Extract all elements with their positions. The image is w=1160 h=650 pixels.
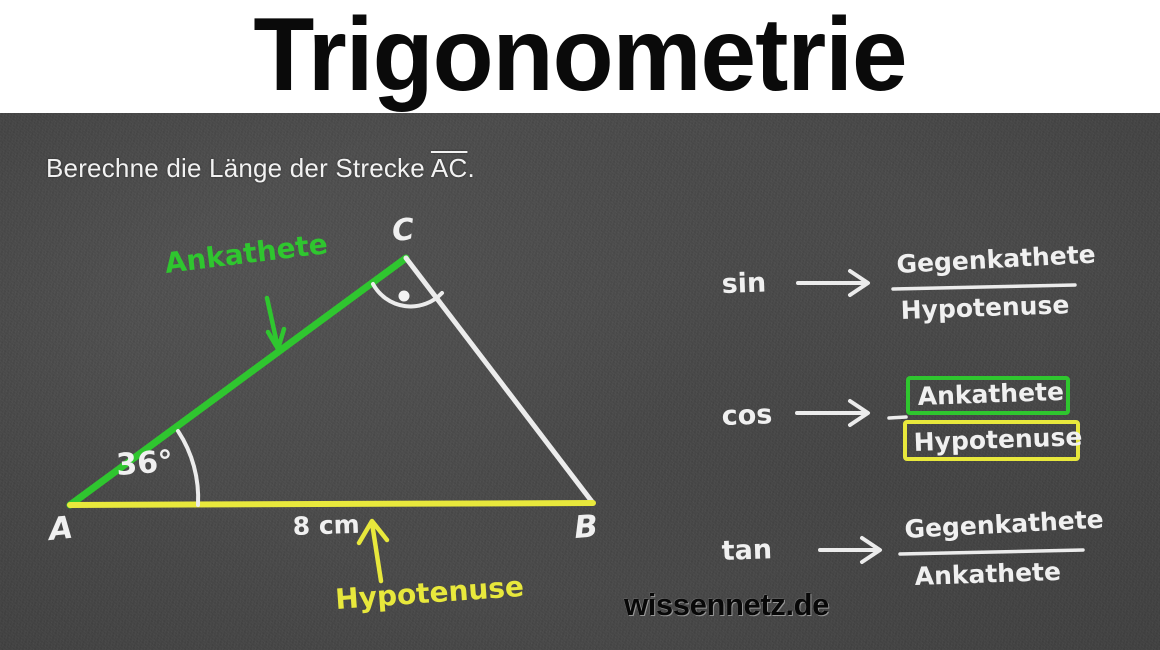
- diagram-and-formula-layer: A B C 36° 8 cm Ankathete Hypotenuse sin …: [44, 212, 1104, 616]
- angle-label-36: 36°: [115, 444, 174, 483]
- blackboard: Berechne die Länge der Strecke AC. A B C…: [0, 113, 1160, 650]
- formula-numerator-highlight-cos: [906, 376, 1070, 415]
- formula-arrow-tan-icon: [818, 536, 882, 564]
- hypotenuse-annotation-label: Hypotenuse: [334, 570, 525, 616]
- task-prompt: Berechne die Länge der Strecke AC.: [46, 153, 475, 184]
- formula-numerator-tan: Gegenkathete: [904, 505, 1104, 544]
- formula-denominator-tan: Ankathete: [914, 557, 1061, 591]
- ankathete-arrow-icon: [264, 295, 287, 352]
- formula-numerator-sin: Gegenkathete: [896, 240, 1096, 279]
- vertex-label-c: C: [391, 212, 416, 249]
- task-prompt-suffix: .: [467, 153, 475, 183]
- ankathete-annotation-label: Ankathete: [163, 227, 330, 280]
- side-ab-hypotenuse: [67, 500, 596, 508]
- formula-arrow-sin-icon: [796, 269, 870, 297]
- side-cb-gegenkathete: [403, 255, 596, 506]
- page-title: Trigonometrie: [253, 0, 907, 113]
- side-ac-ankathete: [66, 254, 410, 509]
- formula-denominator-cos: Hypotenuse: [913, 422, 1083, 457]
- formula-name-sin: sin: [721, 267, 767, 300]
- formula-name-cos: cos: [721, 399, 773, 432]
- right-angle-arc: [371, 282, 444, 309]
- angle-arc-a: [176, 429, 201, 507]
- formula-fraction-bar-sin: [891, 283, 1077, 291]
- side-length-label: 8 cm: [292, 510, 360, 541]
- formula-fraction-bar-cos: [887, 415, 908, 420]
- formula-arrow-cos-icon: [795, 399, 870, 427]
- vertex-label-a: A: [44, 510, 75, 549]
- right-angle-dot-icon: [398, 290, 410, 302]
- title-band: Trigonometrie: [0, 0, 1160, 113]
- formula-denominator-sin: Hypotenuse: [900, 290, 1070, 325]
- task-prompt-prefix: Berechne die Länge der Strecke: [46, 153, 431, 183]
- formula-denominator-highlight-cos: [903, 420, 1080, 461]
- formula-fraction-bar-tan: [898, 548, 1085, 556]
- task-prompt-segment: AC: [430, 153, 468, 183]
- hypotenuse-arrow-icon: [356, 518, 390, 584]
- formula-numerator-cos: Ankathete: [917, 377, 1064, 411]
- formula-name-tan: tan: [721, 534, 772, 567]
- vertex-label-b: B: [573, 508, 599, 546]
- watermark: wissennetz.de: [624, 587, 829, 622]
